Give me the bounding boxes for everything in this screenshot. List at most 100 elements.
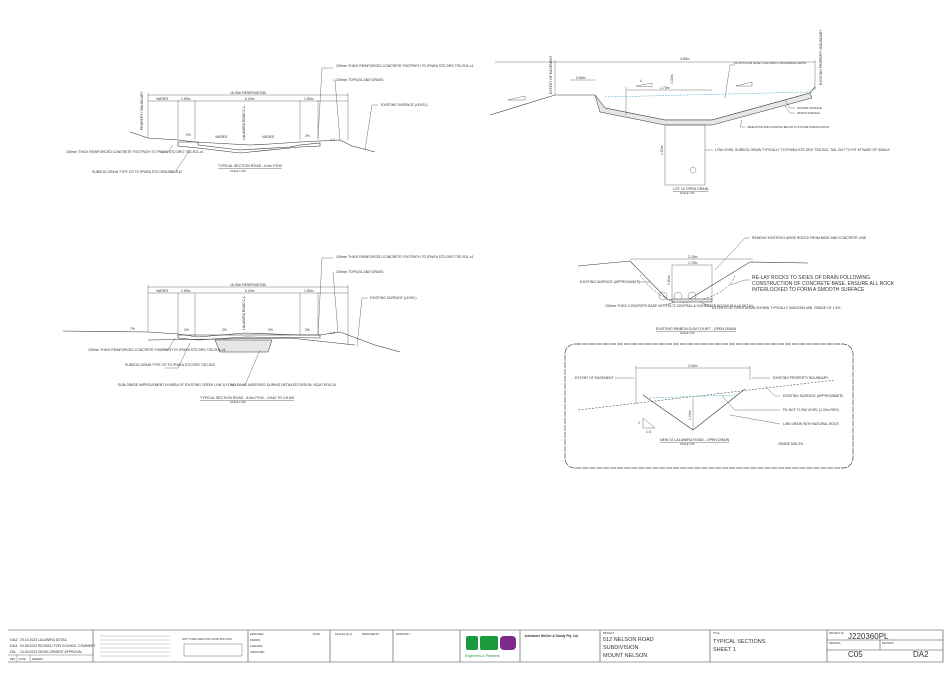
- svg-text:PROPERTY BOUNDARY: PROPERTY BOUNDARY: [140, 91, 144, 130]
- svg-text:1: 1: [638, 421, 640, 425]
- svg-text:DESIGN SURFACE: DESIGN SURFACE: [797, 111, 820, 115]
- svg-text:MOUNT NELSON: MOUNT NELSON: [603, 653, 647, 659]
- svg-text:3%: 3%: [268, 328, 273, 332]
- title-block: DA2 25.10.2023 LALAWIRA DETAIL DA1 04.08…: [8, 629, 944, 663]
- svg-text:2%: 2%: [184, 328, 189, 332]
- pavement: [177, 141, 321, 154]
- svg-text:REMARK: REMARK: [32, 657, 43, 661]
- svg-text:SCALE 1:100: SCALE 1:100: [230, 169, 246, 173]
- section-title: NEW 32 LALAWIRA ROAD - OPEN DRAIN: [660, 438, 730, 442]
- svg-text:2%: 2%: [305, 134, 310, 138]
- drawing-number: C05: [848, 650, 863, 659]
- svg-text:1.50m: 1.50m: [304, 97, 314, 101]
- svg-text:NOT TO BE USED FOR CONSTRUCTIO: NOT TO BE USED FOR CONSTRUCTION: [182, 637, 232, 641]
- svg-text:FIL.NOT FLOW LEVEL (1.00m RES): FIL.NOT FLOW LEVEL (1.00m RES) 1:100 RAI…: [734, 61, 806, 65]
- svg-text:DATE: DATE: [313, 632, 320, 636]
- svg-text:DESIGNED: DESIGNED: [250, 632, 264, 636]
- svg-text:APPROVED: APPROVED: [250, 650, 265, 654]
- svg-text:EXISTING PROPERTY BOUNDARY: EXISTING PROPERTY BOUNDARY: [773, 376, 829, 380]
- svg-text:SCALE 1:100: SCALE 1:100: [230, 400, 246, 404]
- svg-text:EXISTING SURFACE (LEVEL): EXISTING SURFACE (LEVEL): [381, 103, 428, 107]
- svg-text:04.08.2023: 04.08.2023: [20, 644, 37, 648]
- svg-text:25.10.2023: 25.10.2023: [20, 638, 37, 642]
- svg-text:NATURAL SURFACE: NATURAL SURFACE: [797, 106, 822, 110]
- svg-text:1.50m: 1.50m: [181, 289, 191, 293]
- svg-text:14.03.2023: 14.03.2023: [20, 650, 37, 654]
- section-title: TYPICAL SECTION ROAD - 6.0m PCW - CH40 T…: [200, 396, 294, 400]
- svg-text:LINE DRAIN WITH NATURAL ROCK: LINE DRAIN WITH NATURAL ROCK: [783, 422, 839, 426]
- svg-text:EXISTING SURFACE (APPROXIMATE): EXISTING SURFACE (APPROXIMATE): [580, 280, 640, 284]
- svg-text:100mm TOPSOIL AND GRASS: 100mm TOPSOIL AND GRASS: [336, 270, 384, 274]
- svg-text:SHEET 1: SHEET 1: [713, 647, 736, 653]
- relay-rocks-note: RE-LAY ROCKS TO SIDES OF DRAIN FOLLOWING…: [752, 275, 895, 293]
- section-road-typical: 16.20m RESERVATION VARIES 1.50m 6.20m 1.…: [66, 64, 474, 174]
- svg-text:DESIGNED BY: DESIGNED BY: [362, 632, 380, 636]
- svg-text:SCALES @ A3: SCALES @ A3: [335, 632, 353, 636]
- svg-text:100mm THICK REINFORCED CONCRET: 100mm THICK REINFORCED CONCRETE FOOTPATH…: [336, 64, 474, 68]
- svg-text:FIL.NOT FLOW LEVEL (1.00m RES): FIL.NOT FLOW LEVEL (1.00m RES): [783, 408, 839, 412]
- svg-text:EXTENTS OF OPEN DRAIN SHOWN TY: EXTENTS OF OPEN DRAIN SHOWN TYPICALLY MA…: [712, 306, 840, 310]
- svg-text:PROJECT No: PROJECT No: [829, 632, 845, 635]
- svg-text:1.5: 1.5: [646, 430, 651, 434]
- svg-text:0.80m: 0.80m: [667, 275, 671, 285]
- revision-table: DA2 25.10.2023 LALAWIRA DETAIL DA1 04.08…: [8, 637, 96, 662]
- svg-text:SUBDIVISION: SUBDIVISION: [603, 645, 638, 651]
- svg-text:TITLE: TITLE: [713, 632, 720, 635]
- svg-text:Engineers & Planners: Engineers & Planners: [465, 654, 500, 658]
- dim-reservation: 16.20m RESERVATION: [230, 91, 267, 95]
- svg-text:LOW LEVEL SUBSOIL DRAIN TYPICA: LOW LEVEL SUBSOIL DRAIN TYPICALLY TO IPW…: [715, 148, 891, 152]
- svg-text:DEVELOPMENT APPROVAL: DEVELOPMENT APPROVAL: [38, 650, 82, 654]
- svg-text:VARIES: VARIES: [215, 135, 228, 139]
- svg-text:2.20m: 2.20m: [688, 255, 698, 259]
- svg-text:4: 4: [640, 79, 642, 83]
- drawing-title: TYPICAL SECTIONS: [713, 639, 766, 645]
- svg-text:2%: 2%: [186, 133, 191, 137]
- svg-text:PROJECT: PROJECT: [603, 632, 615, 635]
- svg-text:DA1: DA1: [10, 643, 19, 648]
- svg-text:100mm THICK REINFORCED CONCRET: 100mm THICK REINFORCED CONCRETE FOOTPATH…: [336, 255, 474, 259]
- svg-text:SUBSOIL DRAIN TYPE CR TO IPWEA: SUBSOIL DRAIN TYPE CR TO IPWEA STD DRG T…: [92, 170, 182, 174]
- svg-text:DRAWN BY: DRAWN BY: [396, 632, 410, 636]
- section-32-lalawira-open-drain: 2.00m 1.00m 1 1.5 EXTENT OF EASEMENT EXI…: [564, 343, 854, 469]
- section-title: EXISTING RIBBON GUM COURT - OPEN DRAIN: [656, 327, 737, 331]
- svg-text:Johnstone McGee & Gandy Pty. L: Johnstone McGee & Gandy Pty. Ltd.: [524, 634, 579, 638]
- svg-text:SCALE 1:50: SCALE 1:50: [680, 331, 695, 335]
- svg-text:EXTENT OF EASEMENT: EXTENT OF EASEMENT: [575, 376, 614, 380]
- svg-text:1.50m: 1.50m: [304, 289, 314, 293]
- section-title: LOT 10 OPEN DRAIN: [673, 187, 709, 191]
- svg-text:EXISTING SURFACE (LEVEL): EXISTING SURFACE (LEVEL): [370, 296, 417, 300]
- svg-text:1.50m: 1.50m: [181, 97, 191, 101]
- svg-text:6.20m: 6.20m: [245, 289, 255, 293]
- svg-text:100mm TOPSOIL AND GRASS: 100mm TOPSOIL AND GRASS: [336, 78, 384, 82]
- svg-text:VARIES: VARIES: [156, 97, 169, 101]
- svg-text:VEGETATION AND PLANTING BELOW: VEGETATION AND PLANTING BELOW TO FUTURE …: [747, 125, 829, 129]
- svg-text:7%: 7%: [130, 327, 135, 331]
- svg-text:2%: 2%: [305, 328, 310, 332]
- svg-text:DATE: DATE: [19, 657, 26, 661]
- svg-text:LALAWIRA ROAD C.L.: LALAWIRA ROAD C.L.: [242, 295, 246, 330]
- svg-text:EXISTING SURFACE (APPROXIMATE): EXISTING SURFACE (APPROXIMATE): [783, 394, 843, 398]
- svg-text:1:4: 1:4: [330, 331, 335, 335]
- subsoil-trench: [664, 124, 706, 186]
- svg-text:REV: REV: [10, 657, 16, 661]
- svg-text:GRADE MIN 3%: GRADE MIN 3%: [778, 442, 803, 446]
- svg-text:VARIES: VARIES: [156, 289, 169, 293]
- svg-text:1.20m: 1.20m: [660, 145, 664, 155]
- svg-text:DRAWING: DRAWING: [829, 642, 841, 645]
- svg-text:0.30m: 0.30m: [670, 74, 674, 84]
- centreline-label: LALAWIRA ROAD C.L.: [242, 105, 246, 140]
- svg-text:DA: DA: [10, 649, 16, 654]
- section-lot10-open-drain: 4.50m EXTENT OF EASEMENT EXISTING PROPER…: [489, 29, 891, 195]
- svg-text:DRAWN: DRAWN: [250, 638, 260, 642]
- revision-number: DA2: [913, 650, 929, 659]
- svg-text:SUBSOIL DRAIN TYPE CR TO IPWEA: SUBSOIL DRAIN TYPE CR TO IPWEA STD DRG T…: [125, 363, 215, 367]
- svg-text:4.50m: 4.50m: [680, 57, 690, 61]
- svg-text:SCALE 1:50: SCALE 1:50: [680, 442, 695, 446]
- section-road-ch40-ch100: 16.20m RESERVATION VARIES 1.50m 6.20m 1.…: [62, 255, 474, 404]
- svg-text:6.20m: 6.20m: [245, 97, 255, 101]
- svg-text:EXISTING PROPERTY BOUNDARY: EXISTING PROPERTY BOUNDARY: [819, 29, 823, 85]
- svg-text:DA2: DA2: [10, 637, 19, 642]
- svg-text:1:4: 1:4: [330, 138, 335, 142]
- svg-text:REVISED FOR COUNCIL COMMENT: REVISED FOR COUNCIL COMMENT: [38, 644, 96, 648]
